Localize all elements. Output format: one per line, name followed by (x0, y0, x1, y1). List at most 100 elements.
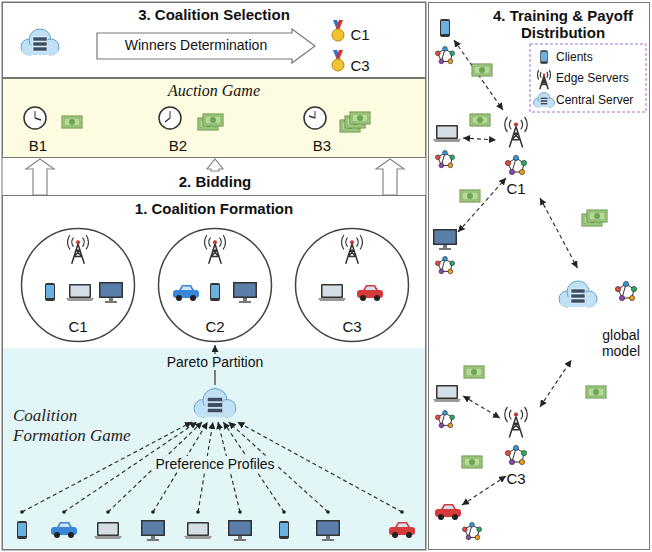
car-icon (389, 522, 415, 538)
node-label: Coalition Formation Game (13, 406, 135, 445)
coalition-circle: C3 (294, 227, 410, 343)
bidding-arrow (376, 159, 404, 195)
phone-icon (440, 19, 450, 37)
legend-text: Central Server (556, 94, 633, 107)
left-panel (2, 2, 426, 550)
tower-icon (205, 235, 226, 264)
car-icon (435, 504, 461, 520)
money-icon (472, 64, 492, 76)
node-label: global model (596, 327, 646, 359)
model-graph-icon (505, 445, 526, 464)
edge-server: C3 (492, 398, 540, 488)
money-icon (198, 114, 223, 130)
model-graph-icon (435, 410, 454, 427)
laptop-icon (433, 385, 461, 402)
step-label: 2. Bidding (176, 173, 255, 190)
money-icon (62, 116, 82, 128)
step-label: Pareto Partition (164, 354, 267, 370)
laptop-icon (94, 522, 122, 539)
legend-box (530, 44, 646, 112)
node-label: C3 (492, 470, 540, 487)
money-icon (462, 456, 482, 468)
arrow-dot (238, 510, 242, 514)
step-label: Preference Profiles (152, 456, 277, 472)
arrow-dot (62, 510, 66, 514)
medal-icon (332, 50, 344, 71)
game-region (3, 348, 425, 549)
monitor-icon (433, 229, 457, 250)
model-graph-icon (435, 256, 454, 273)
phone-icon (540, 50, 548, 64)
tower-icon (505, 407, 528, 437)
client-link (458, 178, 506, 232)
car-icon (173, 285, 199, 301)
bid-label: B1 (26, 137, 50, 154)
cloud-server-icon (21, 29, 59, 55)
arrow-dot (400, 510, 404, 514)
winner-label: C3 (347, 57, 372, 74)
tower-icon (538, 70, 551, 89)
money-icon (582, 210, 607, 226)
coalition-circle: C2 (157, 227, 273, 343)
auction-band (2, 78, 426, 158)
model-graph-icon (435, 150, 454, 167)
model-graph-icon (462, 522, 481, 539)
tower-icon (341, 235, 362, 264)
money-icon (340, 112, 370, 132)
money-icon (586, 386, 606, 398)
tower-icon (68, 235, 89, 264)
node-label: 1. Coalition Formation (3, 200, 425, 217)
model-graph-icon (505, 155, 526, 174)
clock-icon (24, 107, 46, 129)
money-icon (470, 114, 490, 126)
process-arrow: Winners Determination (96, 28, 316, 64)
cloud-server-icon (194, 389, 236, 418)
arrow-dot (196, 510, 200, 514)
clock-icon (159, 107, 181, 129)
model-graph-icon (435, 46, 454, 63)
game-region: Coalition Formation Game (3, 348, 425, 549)
coalition-circle: C1 (20, 227, 136, 343)
client-link (454, 40, 503, 110)
winner-label: C1 (347, 26, 372, 43)
arrow-label: Winners Determination (100, 37, 292, 53)
phone-icon (210, 283, 220, 301)
car-icon (357, 285, 383, 301)
node-label: C1 (492, 180, 540, 197)
arrow-dot (326, 510, 330, 514)
bid-label: B3 (310, 137, 334, 154)
node-label: 3. Coalition Selection (3, 6, 425, 23)
medal-icon (332, 20, 344, 41)
arrow-dot (106, 510, 110, 514)
laptop-icon (433, 125, 461, 142)
client-link (463, 138, 496, 140)
game-band: Auction Game (2, 78, 426, 158)
monitor-icon (141, 520, 165, 541)
money-icon (460, 190, 480, 202)
monitor-icon (316, 520, 340, 541)
client-link (463, 396, 500, 418)
edge-server: C1 (492, 108, 540, 198)
laptop-icon (66, 284, 94, 301)
dashed-connector (540, 360, 571, 407)
client-link (462, 476, 506, 505)
node-label: C3 (294, 318, 410, 335)
phone-icon (279, 521, 289, 539)
node-label: C1 (20, 318, 136, 335)
legend-text: Clients (556, 51, 593, 64)
phone-icon (45, 283, 55, 301)
tower-icon (505, 117, 528, 147)
monitor-icon (233, 282, 257, 303)
monitor-icon (228, 520, 252, 541)
laptop-icon (318, 284, 346, 301)
node-label: 4. Training & Payoff Distribution (481, 7, 645, 42)
arrow-dot (282, 510, 286, 514)
money-icon (464, 366, 484, 378)
cloud-server-icon (559, 281, 597, 307)
cloud-server-icon (534, 93, 555, 107)
clock-icon (304, 107, 326, 129)
phone-icon (17, 521, 27, 539)
central-server: global model (556, 268, 648, 360)
